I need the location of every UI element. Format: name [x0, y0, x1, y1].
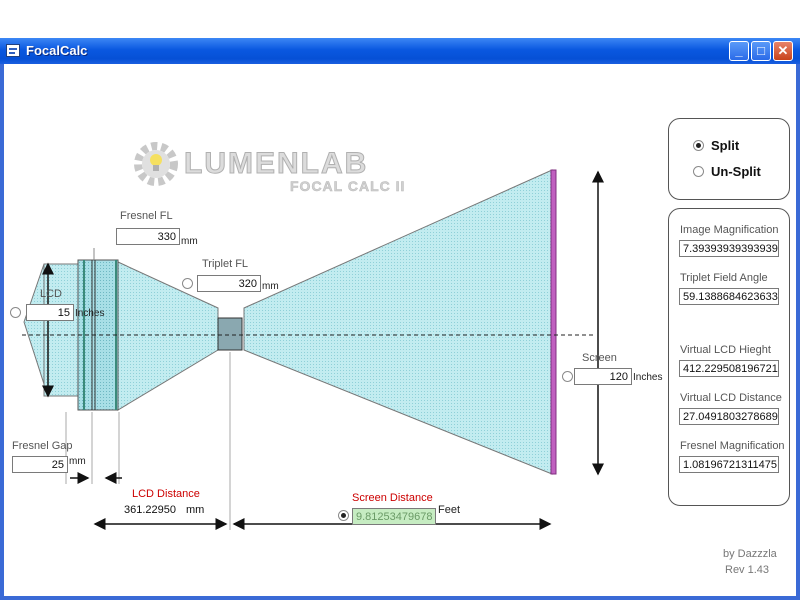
- fresnel-fl-input[interactable]: 330: [116, 228, 180, 245]
- fresnel-gap-input[interactable]: 25: [12, 456, 68, 473]
- virtual-lcd-distance-label: Virtual LCD Distance: [680, 392, 782, 404]
- triplet-fl-label: Triplet FL: [202, 258, 249, 270]
- screen-size-input[interactable]: 120: [574, 368, 632, 385]
- fresnel-fl-unit: mm: [181, 236, 198, 247]
- triplet-fl-radio[interactable]: [182, 278, 193, 289]
- revision-label: Rev 1.43: [725, 564, 770, 576]
- app-icon[interactable]: [6, 44, 20, 57]
- lcd-distance-value: 361.22950: [124, 504, 176, 516]
- unsplit-label: Un-Split: [711, 164, 761, 179]
- projection-screen: [550, 169, 557, 475]
- triplet-fl-input[interactable]: 320: [197, 275, 261, 292]
- screen-unit: Inches: [633, 372, 663, 383]
- virtual-lcd-distance-value[interactable]: 27.0491803278689: [679, 408, 779, 425]
- logo-brand: LUMENLAB: [184, 147, 368, 180]
- lumenlab-gear-icon: [134, 142, 178, 186]
- title-bar[interactable]: FocalCalc _ □ ✕: [0, 38, 800, 64]
- triplet-field-angle-value[interactable]: 59.1388684623633: [679, 288, 779, 305]
- lcd-size-input[interactable]: 15: [26, 304, 74, 321]
- maximize-button[interactable]: □: [751, 41, 771, 61]
- screen-distance-radio[interactable]: [338, 510, 349, 521]
- close-button[interactable]: ✕: [773, 41, 793, 61]
- split-radio[interactable]: [693, 140, 704, 151]
- minimize-button[interactable]: _: [729, 41, 749, 61]
- screen-label: Screen: [582, 352, 617, 364]
- lcd-radio[interactable]: [10, 307, 21, 318]
- virtual-lcd-height-label: Virtual LCD Hieght: [680, 344, 771, 356]
- mode-panel: [668, 118, 790, 200]
- author-credit: by Dazzzla: [723, 548, 777, 560]
- logo-product: FOCAL CALC II: [290, 178, 405, 194]
- split-label: Split: [711, 138, 740, 153]
- triplet-field-angle-label: Triplet Field Angle: [680, 272, 768, 284]
- triplet-lens: [217, 317, 243, 351]
- lcd-unit: Inches: [75, 308, 105, 319]
- fresnel-magnification-label: Fresnel Magnification: [680, 440, 785, 452]
- fresnel-fl-label: Fresnel FL: [120, 210, 173, 222]
- screen-radio[interactable]: [562, 371, 573, 382]
- window-title: FocalCalc: [26, 43, 88, 58]
- lcd-label: LCD: [40, 288, 63, 300]
- lcd-panel: [43, 263, 79, 397]
- fresnel-gap-unit: mm: [69, 456, 86, 467]
- client-area: LUMENLAB FOCAL CALC II: [4, 64, 796, 596]
- fresnel-magnification-value[interactable]: 1.08196721311475: [679, 456, 779, 473]
- screen-distance-label: Screen Distance: [352, 492, 433, 504]
- image-magnification-label: Image Magnification: [680, 224, 779, 236]
- screen-distance-input[interactable]: 9.81253479678: [352, 508, 436, 525]
- lcd-distance-unit: mm: [186, 504, 205, 516]
- optics-diagram: LUMENLAB FOCAL CALC II: [22, 142, 604, 530]
- unsplit-radio[interactable]: [693, 166, 704, 177]
- app-window: FocalCalc _ □ ✕: [0, 38, 800, 600]
- lcd-wedge: [23, 263, 45, 385]
- triplet-fl-unit: mm: [262, 281, 279, 292]
- fresnel-gap-label: Fresnel Gap: [12, 440, 73, 452]
- image-magnification-value[interactable]: 7.39393939393939: [679, 240, 779, 257]
- virtual-lcd-height-value[interactable]: 412.229508196721: [679, 360, 779, 377]
- projection-beam: [243, 169, 553, 475]
- lcd-distance-label: LCD Distance: [132, 488, 200, 500]
- screen-distance-unit: Feet: [438, 504, 461, 516]
